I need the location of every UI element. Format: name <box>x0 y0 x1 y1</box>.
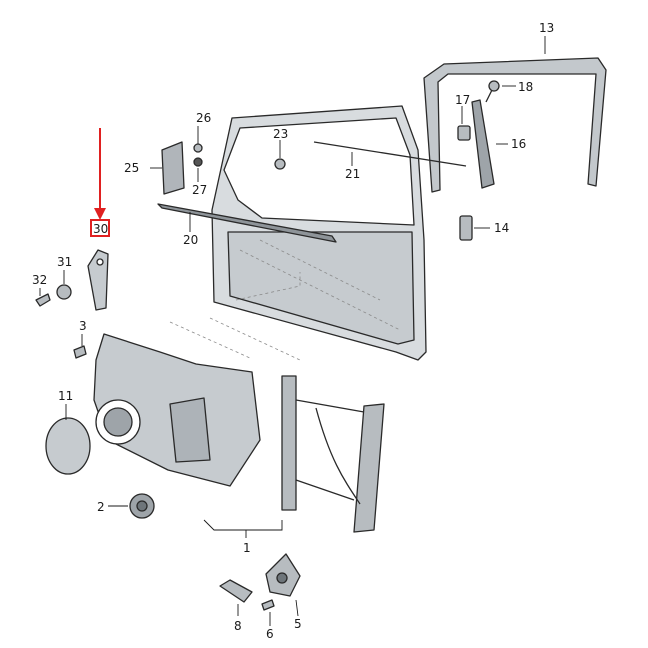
bolt-32 <box>35 293 51 307</box>
cover <box>45 417 91 475</box>
callout-16: 16 <box>511 137 526 151</box>
clip-26 <box>193 143 203 153</box>
callout-25: 25 <box>124 161 139 175</box>
clip <box>457 125 471 141</box>
callout-5: 5 <box>294 617 302 631</box>
assembly-carrier-plate <box>93 333 261 487</box>
callout-27: 27 <box>192 183 207 197</box>
callout-23: 23 <box>273 127 288 141</box>
callout-1: 1 <box>243 541 251 555</box>
callout-6: 6 <box>266 627 274 641</box>
motor <box>265 553 301 597</box>
leader-lines <box>39 36 546 626</box>
callout-26: 26 <box>196 111 211 125</box>
callout-labels: 13 18 17 16 14 21 23 25 26 27 20 30 31 3… <box>32 21 554 641</box>
buffer <box>459 215 473 241</box>
callout-30: 30 <box>93 222 108 236</box>
guide-rail <box>471 99 495 189</box>
window-strip <box>157 203 337 243</box>
callout-8: 8 <box>234 619 242 633</box>
callout-18: 18 <box>518 80 533 94</box>
callout-3: 3 <box>79 319 87 333</box>
window-regulator <box>281 375 385 533</box>
callout-14: 14 <box>494 221 509 235</box>
window-frame-seal <box>423 57 607 193</box>
callout-21: 21 <box>345 167 360 181</box>
dashed-link-lines <box>169 317 301 361</box>
callout-2: 2 <box>97 500 105 514</box>
grommet-2 <box>129 493 155 519</box>
bolt-3 <box>73 345 87 359</box>
highlight-box <box>90 219 110 237</box>
bracket-1-marker <box>203 519 283 538</box>
callout-32: 32 <box>32 273 47 287</box>
screw-23 <box>274 158 286 170</box>
callout-31: 31 <box>57 255 72 269</box>
nut-27 <box>193 157 203 167</box>
mirror-mount <box>161 141 185 195</box>
crank-handle <box>219 579 253 603</box>
callout-20: 20 <box>183 233 198 247</box>
screw-18 <box>485 80 500 103</box>
callout-17: 17 <box>455 93 470 107</box>
bracket <box>87 249 109 311</box>
callout-11: 11 <box>58 389 73 403</box>
rod <box>313 141 467 167</box>
callout-13: 13 <box>539 21 554 35</box>
highlight-arrow <box>90 128 110 237</box>
screw-6 <box>261 599 275 611</box>
grommet-31 <box>56 284 72 300</box>
